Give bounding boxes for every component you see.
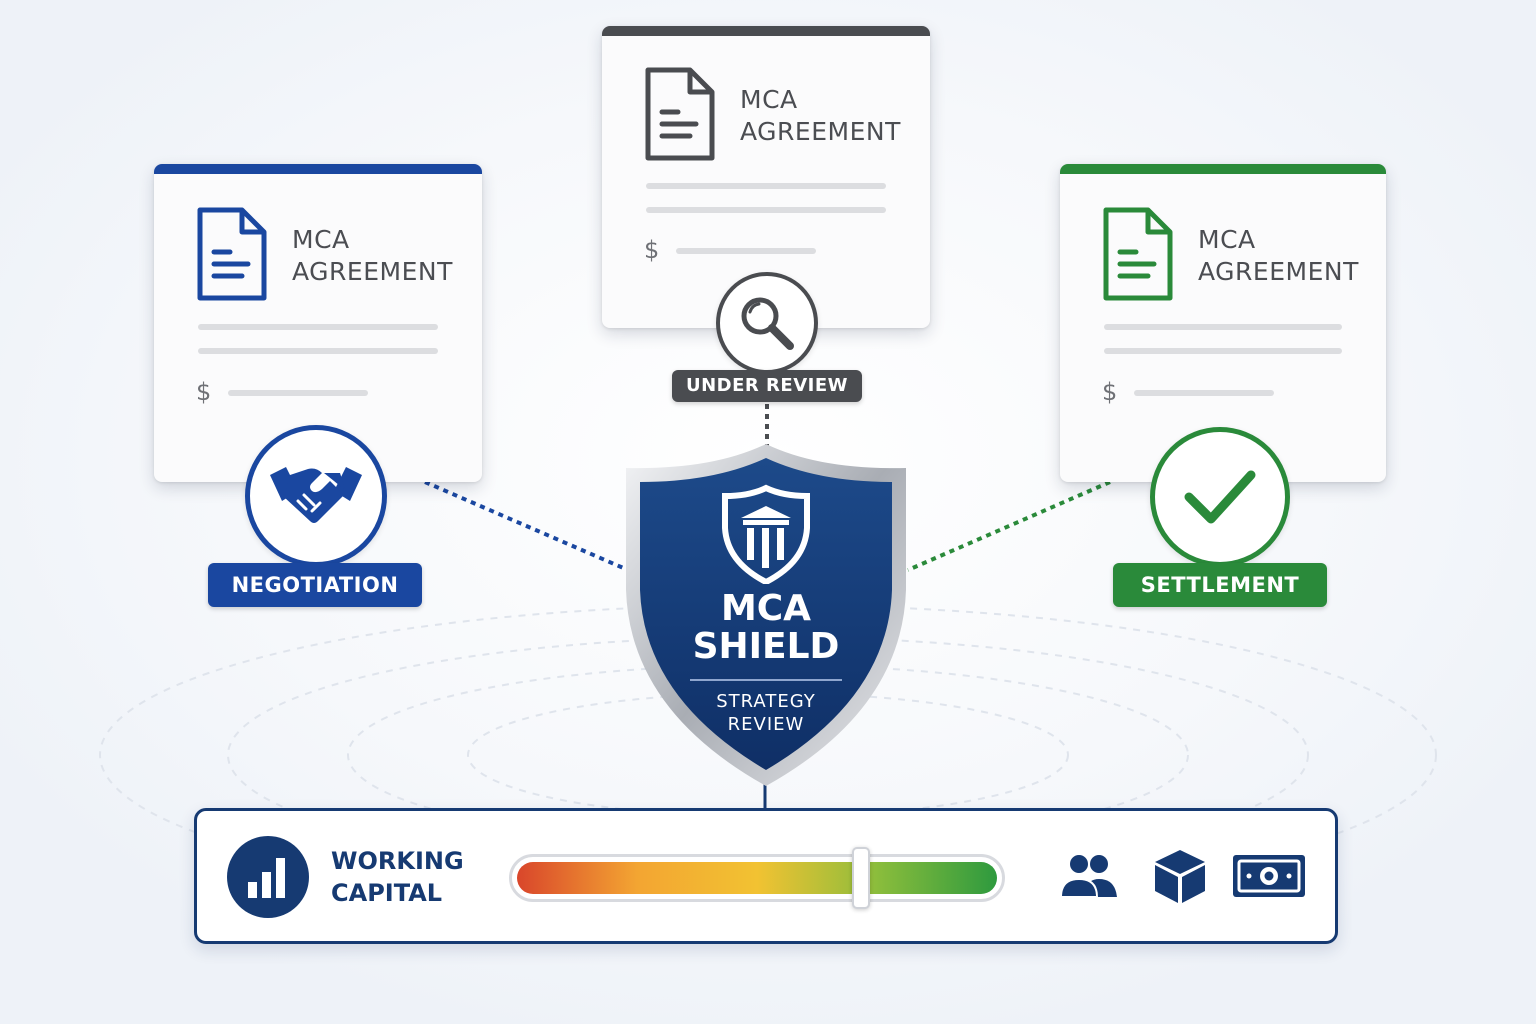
dollar-sign: $ <box>1102 378 1118 406</box>
settlement-badge <box>1150 427 1290 567</box>
users-icon <box>1059 853 1117 898</box>
bar-chart-badge <box>227 836 309 918</box>
text-line <box>198 324 438 330</box>
box-icon <box>1155 850 1205 903</box>
working-capital-panel: WORKING CAPITAL <box>194 808 1338 944</box>
text-line <box>646 207 886 213</box>
review-badge <box>716 272 818 374</box>
text-line <box>1104 324 1342 330</box>
handshake-icon <box>270 467 362 523</box>
dollar-sign: $ <box>196 378 212 406</box>
slider-gradient <box>517 862 997 894</box>
document-icon <box>197 207 267 301</box>
cash-icon <box>1233 855 1305 897</box>
card-accent-bar <box>602 26 930 36</box>
courthouse-shield-icon <box>722 484 810 584</box>
amount-line <box>228 390 368 396</box>
slider-thumb[interactable] <box>851 847 870 909</box>
shield-shape <box>626 444 906 786</box>
negotiation-badge <box>245 425 387 567</box>
text-line <box>646 183 886 189</box>
checkmark-icon <box>1184 470 1256 524</box>
connector-settlement <box>907 480 1111 572</box>
mca-shield: MCA SHIELD STRATEGY REVIEW <box>620 440 912 790</box>
card-title: MCA AGREEMENT <box>740 85 901 146</box>
card-accent-bar <box>154 164 482 174</box>
shield-subtitle: STRATEGY REVIEW <box>716 691 816 735</box>
dollar-sign: $ <box>644 236 660 264</box>
magnifier-icon <box>741 297 794 350</box>
card-title: MCA AGREEMENT <box>292 225 453 286</box>
negotiation-label: NEGOTIATION <box>208 563 422 607</box>
settlement-label: SETTLEMENT <box>1113 563 1327 607</box>
bar-chart-icon <box>248 858 285 898</box>
capital-slider-track[interactable] <box>509 847 1005 909</box>
card-accent-bar <box>1060 164 1386 174</box>
amount-line <box>1134 390 1274 396</box>
shield-title: MCA SHIELD <box>692 588 840 667</box>
document-icon <box>1103 207 1173 301</box>
card-title: MCA AGREEMENT <box>1198 225 1359 286</box>
text-line <box>1104 348 1342 354</box>
amount-line <box>676 248 816 254</box>
review-label: UNDER REVIEW <box>672 370 862 402</box>
text-line <box>198 348 438 354</box>
working-capital-label: WORKING CAPITAL <box>331 847 464 907</box>
connector-negotiation <box>424 480 629 572</box>
document-icon <box>645 67 715 161</box>
